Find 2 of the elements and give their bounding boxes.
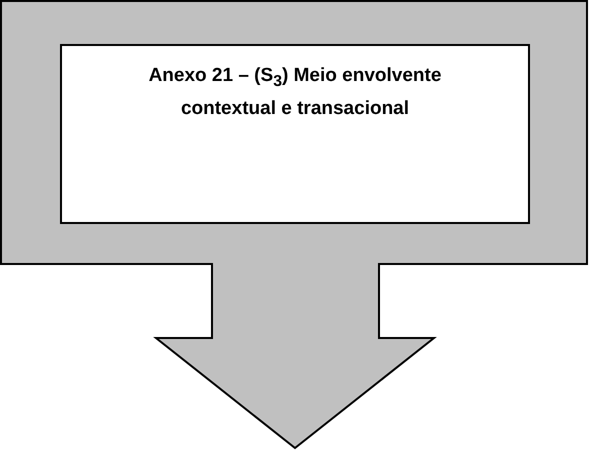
box-title: Anexo 21 – (S$_{3}$) Meio envolvente contextual e transacional: [148, 64, 442, 121]
text-box: [60, 44, 530, 224]
